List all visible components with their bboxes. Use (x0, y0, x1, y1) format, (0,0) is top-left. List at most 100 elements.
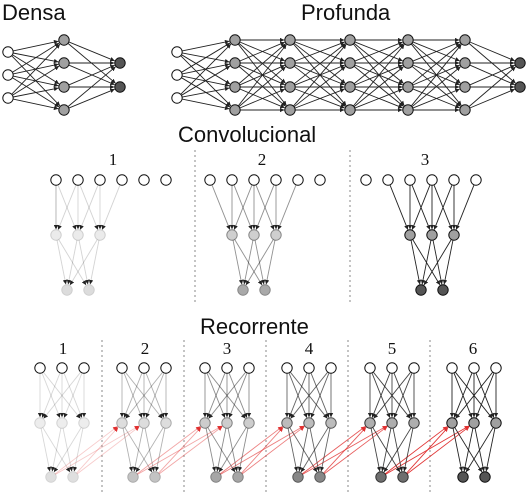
deep-edge (293, 66, 346, 108)
input-node (386, 362, 398, 374)
rec-edge (145, 372, 165, 418)
rec-edge (484, 428, 496, 472)
output-node (45, 471, 57, 483)
deep-edge (293, 44, 347, 107)
output-node (67, 471, 79, 483)
recurrent-edge (137, 425, 223, 475)
deep-edge (410, 44, 462, 107)
deep-edge (411, 43, 461, 85)
hidden-node (402, 81, 414, 93)
output-node (127, 471, 139, 483)
rec-edge (40, 428, 52, 472)
conv-edge (56, 240, 68, 285)
deep-edge (412, 41, 460, 62)
hidden-node (56, 417, 68, 429)
hidden-node (72, 229, 84, 241)
deep-edge (238, 43, 286, 84)
rec-edge (287, 428, 299, 472)
conv-panel-3: 3 (360, 150, 482, 296)
conv-edge (233, 184, 253, 230)
input-node (404, 174, 416, 186)
input-node (72, 174, 84, 186)
hidden-node (284, 81, 296, 93)
conv-edge (455, 184, 475, 230)
hidden-node (490, 417, 502, 429)
input-node (160, 174, 172, 186)
deep-edge (181, 42, 231, 73)
hidden-node (58, 104, 70, 116)
rec-edge (125, 371, 164, 419)
conv-edge (277, 184, 297, 230)
rec-edge (310, 372, 330, 418)
hidden-node (448, 229, 460, 241)
input-node (138, 174, 150, 186)
rec-edge (290, 371, 329, 419)
input-node (470, 174, 482, 186)
conv-panel-2: 2 (204, 150, 326, 296)
conv-edge (58, 239, 87, 286)
output-node (149, 471, 161, 483)
hidden-node (468, 417, 480, 429)
rec-edge (144, 428, 156, 472)
rec-edge (300, 427, 329, 473)
rec-edge (41, 372, 61, 418)
input-node (360, 174, 372, 186)
dense-edge (13, 86, 59, 98)
conv-edge (411, 184, 431, 230)
hidden-node (459, 57, 471, 69)
dense-edge (12, 39, 59, 52)
hidden-node (459, 81, 471, 93)
rec-edge (237, 428, 249, 472)
input-node (448, 174, 460, 186)
hidden-node (58, 57, 70, 69)
rec-step-label: 4 (305, 339, 314, 358)
input-node (56, 362, 68, 374)
recurrent-edge (219, 426, 283, 475)
dense-edge (68, 64, 115, 86)
rec-edge (453, 372, 473, 418)
dense-edge (12, 65, 60, 96)
recurrent-edge (384, 426, 448, 475)
conv-edge (66, 240, 78, 285)
rec-edge (205, 428, 217, 472)
hidden-node (364, 417, 376, 429)
input-node (468, 362, 480, 374)
rec-panel-4: 4 (281, 339, 337, 483)
deep-edge (469, 64, 515, 86)
output-node (259, 284, 271, 296)
rec-edge (228, 372, 248, 418)
output-node (237, 284, 249, 296)
rec-edge (50, 428, 62, 472)
deep-edge (238, 66, 286, 107)
deep-edge (180, 43, 232, 95)
conv-edge (88, 240, 100, 285)
rec-edge (380, 428, 392, 472)
rec-edge (145, 372, 165, 418)
conv-edge (433, 184, 453, 230)
input-node (314, 174, 326, 186)
conv-edge (389, 184, 409, 230)
rec-edge (288, 372, 308, 418)
hidden-node (229, 57, 241, 69)
deep-edge (469, 88, 515, 109)
hidden-node (116, 417, 128, 429)
recurrent-edge (301, 426, 366, 475)
hidden-node (229, 104, 241, 116)
rec-panel-1: 1 (34, 339, 90, 483)
conv-edge (57, 184, 77, 230)
dense-edge (68, 88, 115, 109)
deep-edge (412, 88, 460, 109)
hidden-node (281, 417, 293, 429)
conv-step-label: 2 (258, 150, 267, 169)
input-node (408, 362, 420, 374)
input-node (78, 362, 90, 374)
conv-title: Convolucional (178, 122, 316, 147)
hidden-node (284, 34, 296, 46)
input-node (325, 362, 337, 374)
input-node (94, 174, 106, 186)
input-node (171, 92, 183, 104)
conv-edge (423, 239, 452, 286)
output-node (397, 471, 409, 483)
hidden-node (284, 104, 296, 116)
output-node (210, 471, 222, 483)
